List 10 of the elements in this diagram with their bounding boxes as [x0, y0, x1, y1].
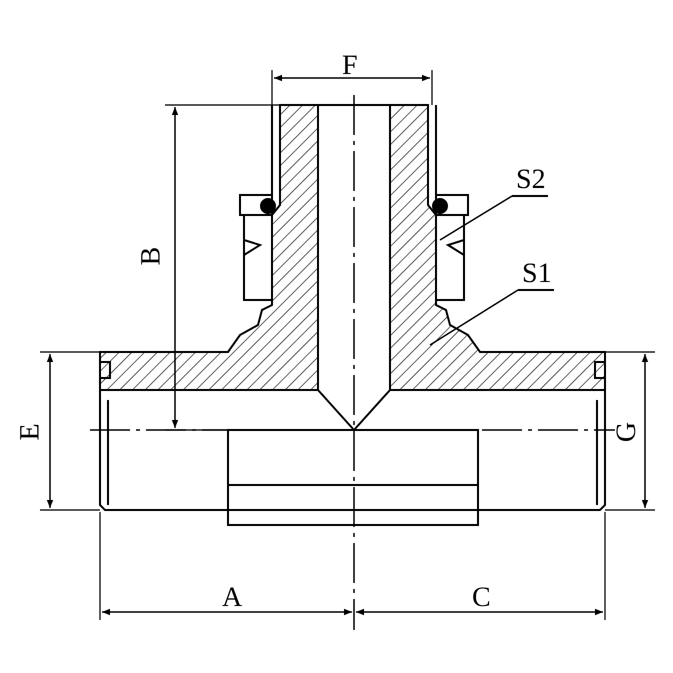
dimension-letter: A [222, 584, 242, 612]
part-callout: S2 [512, 166, 548, 197]
leader-line [440, 195, 512, 241]
dimension-letter: E [16, 423, 45, 441]
dimension-letter: B [137, 246, 166, 266]
dimension-letter: G [613, 422, 642, 442]
leader-line [430, 289, 518, 346]
dimension-letter: C [472, 584, 491, 612]
dimension-letter: F [342, 52, 358, 80]
part-callout: S1 [518, 260, 554, 291]
